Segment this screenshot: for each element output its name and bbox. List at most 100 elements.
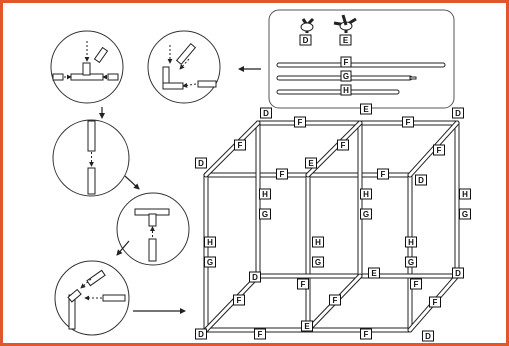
frame-label-box <box>405 256 417 268</box>
frame-label-box <box>360 103 372 115</box>
frame-label-h: H <box>262 190 268 199</box>
frame-label-d: D <box>263 109 269 118</box>
frame-label-box <box>276 168 288 180</box>
frame-label-g: G <box>262 210 268 219</box>
frame-label-f: F <box>298 118 303 127</box>
frame-label-box <box>312 256 324 268</box>
frame-label-box <box>259 188 271 200</box>
frame-label-h: H <box>207 238 213 247</box>
frame-label-d: D <box>455 269 461 278</box>
elbow-joint-insert-icon <box>162 42 217 90</box>
frame-label-f: F <box>406 118 411 127</box>
frame-label-f: F <box>364 330 369 339</box>
frame-label-box <box>422 330 434 342</box>
frame-label-f: F <box>258 330 263 339</box>
frame-label-box <box>429 296 441 308</box>
frame-label-d: D <box>198 330 204 339</box>
frame-label-box <box>254 328 266 340</box>
frame-label-box <box>204 256 216 268</box>
corner-joint-insert-icon <box>67 269 126 330</box>
frame-label-d: D <box>425 332 431 341</box>
step-5-circle <box>54 260 130 336</box>
frame-label-box <box>204 236 216 248</box>
assembly-diagram: D E F G H <box>50 9 471 342</box>
frame-label-h: H <box>408 238 414 247</box>
frame-label-f: F <box>238 141 243 150</box>
frame-label-f: F <box>437 146 442 155</box>
frame-label-f: F <box>237 296 242 305</box>
pole-f-icon <box>276 62 446 68</box>
pole-h-icon <box>276 89 400 95</box>
pole-f-label: F <box>344 58 349 67</box>
frame-label-box <box>301 320 313 332</box>
frame-label-g: G <box>462 210 468 219</box>
pole-h-label: H <box>343 86 349 95</box>
frame-label-f: F <box>333 296 338 305</box>
frame-label-box <box>415 174 427 186</box>
frame-label-box <box>337 139 349 151</box>
connector-e-label: E <box>343 36 349 45</box>
pole-g-label: G <box>343 72 349 81</box>
frame-label-box <box>297 278 309 290</box>
step-2-circle <box>147 30 221 104</box>
frame-label-f: F <box>414 280 419 289</box>
step-1-circle <box>50 30 124 104</box>
frame-label-box <box>360 328 372 340</box>
frame-label-g: G <box>408 258 414 267</box>
frame-label-box <box>368 267 380 279</box>
frame-label-box <box>433 144 445 156</box>
parts-panel: D E F G H <box>268 9 455 109</box>
frame-label-f: F <box>341 141 346 150</box>
frame-label-box <box>260 107 272 119</box>
frame-label-box <box>405 236 417 248</box>
frame-label-box <box>249 271 261 283</box>
frame-label-box <box>377 168 389 180</box>
frame-label-box <box>305 157 317 169</box>
frame-label-e: E <box>371 269 377 278</box>
frame-label-d: D <box>455 109 461 118</box>
frame-label-box <box>452 267 464 279</box>
connector-d-label: D <box>303 36 309 45</box>
frame-label-e: E <box>308 159 314 168</box>
frame-label-h: H <box>462 190 468 199</box>
connector-d-icon <box>300 17 315 33</box>
frame-label-h: H <box>315 238 321 247</box>
frame-label-box <box>452 107 464 119</box>
frame-label-box <box>360 208 372 220</box>
frame-label-f: F <box>280 170 285 179</box>
frame-label-box <box>195 157 207 169</box>
frame-label-box <box>459 188 471 200</box>
frame-label-e: E <box>363 105 369 114</box>
frame-label-box <box>329 294 341 306</box>
frame-pole-fill <box>204 121 260 177</box>
frame-label-h: H <box>363 190 369 199</box>
frame-label-box <box>459 208 471 220</box>
greenhouse-frame-structure <box>203 120 460 333</box>
frame-label-box <box>195 328 207 340</box>
frame-label-g: G <box>363 210 369 219</box>
frame-label-box <box>360 188 372 200</box>
frame-label-box <box>294 116 306 128</box>
frame-label-d: D <box>198 159 204 168</box>
frame-label-box <box>410 278 422 290</box>
frame-label-g: G <box>207 258 213 267</box>
frame-pole-fill <box>204 274 260 332</box>
connector-e-icon <box>333 14 357 33</box>
tee-vertical-insert-icon <box>134 208 170 262</box>
step-4-circle <box>116 192 190 266</box>
frame-label-g: G <box>315 258 321 267</box>
frame-label-box <box>312 236 324 248</box>
step-3-circle <box>52 119 130 197</box>
frame-label-box <box>259 208 271 220</box>
frame-label-d: D <box>252 273 258 282</box>
pole-join-icon <box>87 120 96 195</box>
frame-label-e: E <box>304 322 310 331</box>
frame-label-box <box>233 294 245 306</box>
frame-label-f: F <box>433 298 438 307</box>
frame-label-d: D <box>418 176 424 185</box>
frame-label-box <box>402 116 414 128</box>
frame-label-box <box>234 139 246 151</box>
frame-label-f: F <box>301 280 306 289</box>
